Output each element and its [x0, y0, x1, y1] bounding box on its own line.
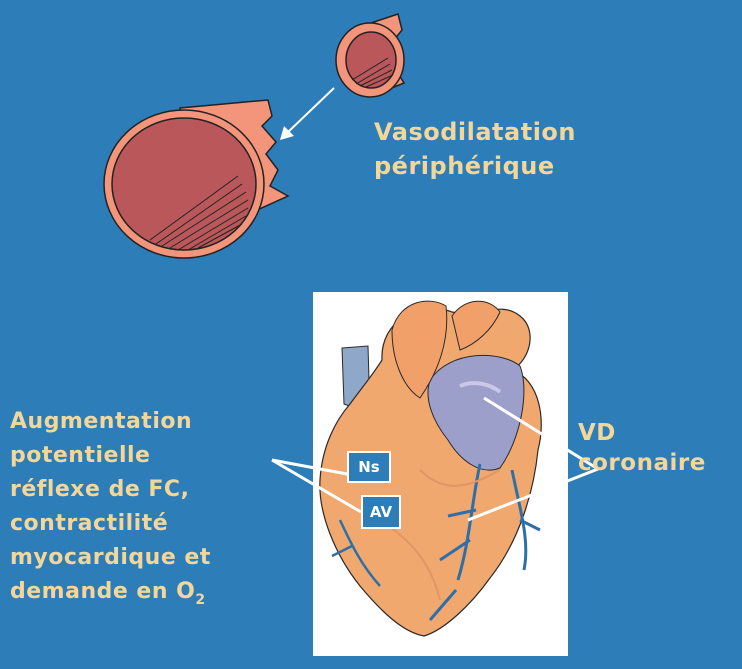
oxygen-subscript: 2 [195, 592, 205, 608]
dilation-arrow [280, 88, 334, 140]
vd-line-2: coronaire [578, 448, 706, 478]
small-vessel-illustration [336, 14, 404, 97]
vasodilatation-label: Vasodilatation périphérique [374, 115, 576, 183]
reflex-line-1: Augmentation [10, 405, 211, 439]
ns-node-label: Ns [347, 451, 391, 483]
reflex-line-5: myocardique et [10, 541, 211, 575]
reflex-effects-label: Augmentation potentielle réflexe de FC, … [10, 405, 211, 617]
reflex-line-6: demande en O2 [10, 575, 211, 617]
vasodilatation-line-1: Vasodilatation [374, 115, 576, 149]
coronary-vasodilation-label: VD coronaire [578, 418, 706, 478]
reflex-line-4: contractilité [10, 507, 211, 541]
reflex-line-6-text: demande en O [10, 579, 195, 604]
vasodilatation-line-2: périphérique [374, 149, 576, 183]
large-vessel-illustration [104, 100, 288, 258]
reflex-line-2: potentielle [10, 439, 211, 473]
reflex-line-3: réflexe de FC, [10, 473, 211, 507]
av-node-label: AV [361, 495, 401, 529]
vd-line-1: VD [578, 418, 706, 448]
